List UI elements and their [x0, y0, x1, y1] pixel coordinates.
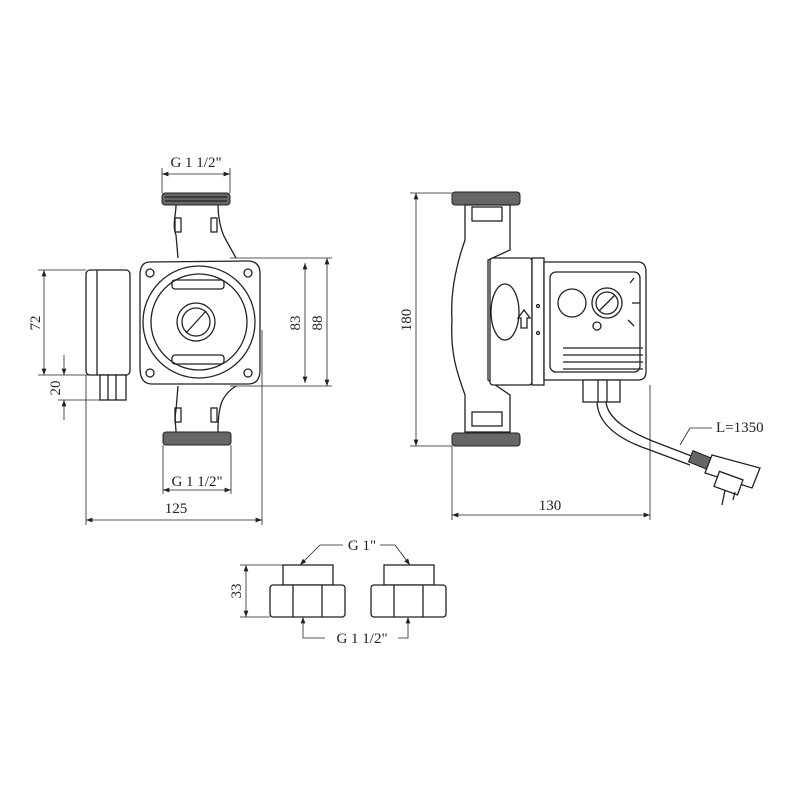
screw-icon	[592, 321, 602, 331]
side-bottom-thread	[451, 432, 521, 447]
housing-rib	[171, 354, 225, 365]
plug-body	[713, 470, 744, 496]
neck-slot	[210, 217, 218, 233]
motor-housing	[489, 257, 533, 386]
speed-mark-1	[629, 277, 635, 284]
indicator-dot	[535, 303, 541, 309]
neck-slot	[174, 217, 182, 233]
bolt-hole	[145, 368, 155, 378]
cable-gland	[582, 379, 621, 403]
flange-inner-dimension: 83	[288, 316, 304, 331]
vent-screw-inner	[181, 307, 211, 337]
side-pipe-ring	[471, 411, 503, 427]
front-bottom-thread-label: G 1 1/2"	[171, 474, 222, 490]
side-pipe-ring	[471, 206, 503, 222]
speed-mark-3	[627, 319, 635, 327]
front-bottom-neck	[174, 385, 237, 433]
side-top-thread	[451, 191, 521, 206]
bolt-hole	[243, 368, 253, 378]
motor-height-dimension: 72	[28, 316, 44, 331]
control-panel	[549, 271, 641, 373]
front-width-dimension: 125	[165, 501, 188, 517]
motor-window	[490, 283, 520, 341]
bolt-hole	[243, 268, 253, 278]
terminal-dimension: 20	[48, 381, 64, 396]
plug-pin	[732, 491, 736, 501]
fittings: G 1" G 1 1/2" 33	[229, 538, 447, 647]
cable-length-leader	[679, 427, 712, 446]
plug-pin	[721, 489, 726, 506]
indicator-dot	[535, 330, 541, 336]
fitting-height-dimension: 33	[229, 584, 245, 599]
inner-thread-label: G 1"	[348, 538, 376, 554]
flange-outer-dimension: 88	[310, 316, 326, 331]
power-cable	[596, 401, 695, 466]
indicator-window	[557, 288, 587, 318]
control-box	[543, 261, 647, 381]
neck-slot	[210, 407, 218, 423]
outer-thread-label: G 1 1/2"	[336, 631, 387, 647]
side-depth-dimension: 130	[539, 498, 562, 514]
housing-rib	[171, 279, 225, 290]
front-top-neck	[173, 204, 237, 259]
fitting-right	[370, 564, 447, 618]
bolt-hole	[145, 268, 155, 278]
front-top-thread	[161, 192, 231, 206]
pump-housing-inner	[150, 273, 248, 371]
motor-box	[85, 269, 131, 401]
front-view: G 1 1/2" G 1 1/2" 125 72 20 83 88	[28, 155, 332, 525]
housing-ring	[531, 257, 545, 386]
power-plug	[704, 454, 761, 489]
speed-knob-inner	[595, 291, 619, 315]
side-view: 180 130 L=1350	[399, 191, 764, 520]
neck-slot	[174, 407, 182, 423]
vent-grille	[563, 347, 643, 370]
knob-slot	[598, 294, 616, 312]
front-bottom-thread	[162, 431, 232, 446]
side-pump-body	[451, 204, 511, 433]
side-height-dimension: 180	[399, 309, 415, 332]
flow-arrow-icon	[516, 308, 532, 329]
cable-length-label: L=1350	[716, 420, 764, 436]
fitting-left	[269, 564, 346, 618]
front-top-thread-label: G 1 1/2"	[170, 155, 221, 171]
screw-slot	[185, 310, 207, 334]
